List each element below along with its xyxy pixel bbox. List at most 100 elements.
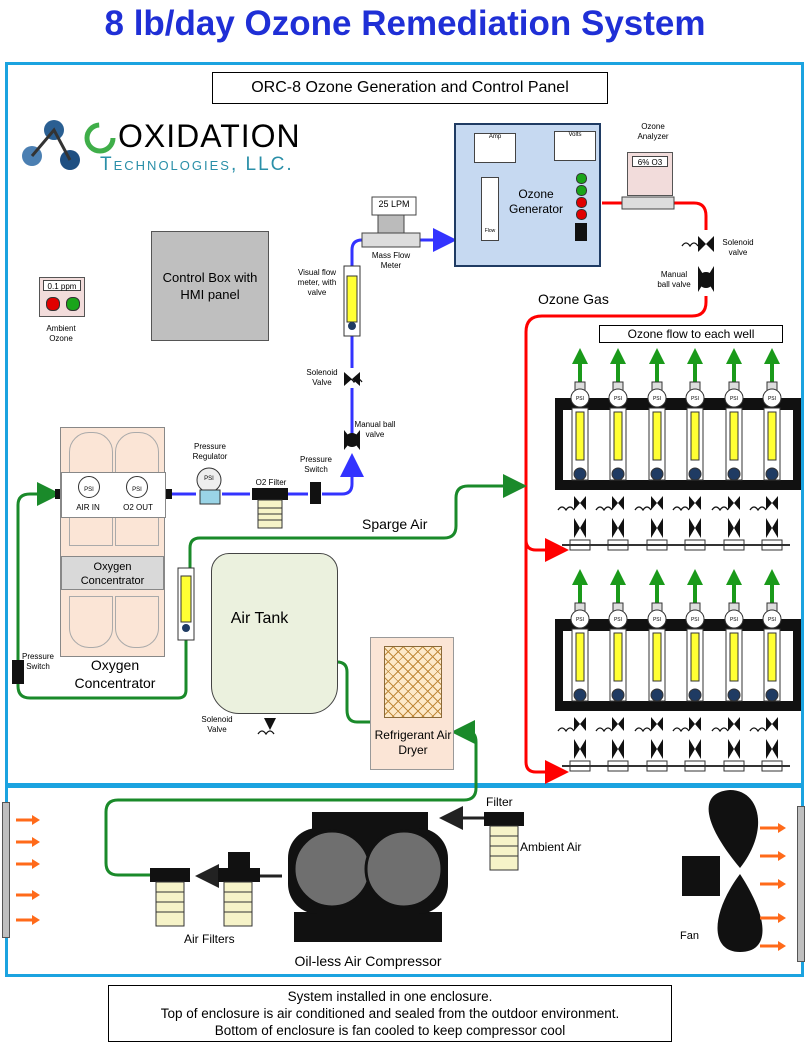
solenoid-coil-icon [711,506,729,512]
air-in-gauge: PSI [78,476,100,498]
psi-label: PSI [614,617,622,623]
valve-icon [651,496,663,510]
well-flow-unit: PSI [595,348,629,551]
psi-gauge-icon [647,609,667,629]
logo-sub: Technologies, LLC. [100,154,294,175]
oxygen-line [172,228,457,496]
filter-label: Filter [486,795,513,809]
o2-out-fitting [164,489,172,499]
tank-solenoid-valve [257,718,276,736]
o2-out-label: O2 OUT [123,503,153,512]
valve-icon [651,717,663,731]
intake-filter [484,812,524,871]
valve-icon [728,717,740,731]
well-flow-unit: PSI [711,348,745,551]
psi-gauge-icon [608,388,628,408]
well-flow-unit: PSI [749,348,783,551]
green-light-icon [576,185,587,196]
valve-icon [766,717,778,731]
psi-label: PSI [691,617,699,623]
valve-icon [689,717,701,731]
sieve-bed-left-lower [69,596,113,648]
solenoid-coil-icon [672,506,690,512]
air-line [16,474,527,877]
logo-o-icon [84,122,116,154]
info-line-1: System installed in one enclosure. [287,989,493,1004]
green-light-icon [576,173,587,184]
valve-icon [574,496,586,510]
valve-icon [766,496,778,510]
valve-icon [728,496,740,510]
manifold-upper [555,398,801,490]
psi-label: PSI [691,396,699,402]
compressor-label: Oil-less Air Compressor [294,953,442,969]
psi-gauge-icon [762,609,782,629]
pressure-regulator-shape [196,467,222,505]
manual-ball-valve-left [344,430,360,450]
valve-icon [689,739,701,759]
psi-gauge-icon [570,388,590,408]
ozone-line [524,201,708,784]
mass-flow-reading: 25 LPM [378,199,410,209]
up-arrow-icon [610,569,626,585]
page-title: 8 lb/day Ozone Remediation System [104,4,706,43]
valve-icon [689,518,701,538]
psi-label: PSI [730,617,738,623]
psi-label: PSI [653,396,661,402]
valve-icon [612,717,624,731]
amp-gauge: Amp [474,133,516,163]
fan-shape [682,790,763,952]
mass-flow-meter [361,196,421,248]
analyzer-reading: 6% O3 [632,156,668,167]
pressure-switch-left [12,660,24,684]
valve-icon [766,739,778,759]
valve-icon [574,739,586,759]
psi-label: PSI [768,396,776,402]
well-flow-unit: PSI [672,569,706,772]
o2-filter-label: O2 Filter [255,478,287,487]
solenoid-coil-icon [711,727,729,733]
solenoid-coil-icon [634,727,652,733]
left-vent-wall [2,802,10,938]
air-filter-1 [150,868,190,927]
psi-gauge-icon [724,388,744,408]
ambient-air-label: Ambient Air [520,840,582,854]
ozone-flow-each-label: Ozone flow to each well [599,325,783,343]
up-arrow-icon [687,348,703,364]
logo-name: OXIDATION [118,118,301,154]
power-switch [575,223,587,241]
right-vent-wall [797,806,805,962]
valve-icon [766,518,778,538]
green-light-icon [66,297,80,311]
air-in-fitting [55,489,63,499]
manual-ball-valve-right [698,266,714,292]
air-in-label: AIR IN [76,503,100,512]
info-line-3: Bottom of enclosure is fan cooled to kee… [214,1023,566,1038]
solenoid-coil-icon [634,506,652,512]
psi-label: PSI [576,617,584,623]
info-box: System installed in one enclosure. Top o… [108,985,672,1042]
valve-icon [651,739,663,759]
air-tank-flow-meter [177,567,195,641]
solenoid-valve-left [344,372,363,386]
control-box-line2: HMI panel [180,287,240,302]
psi-gauge-icon [762,388,782,408]
psi-gauge-icon [685,609,705,629]
air-compressor-shape [288,812,448,942]
dryer-coil [384,646,442,718]
solenoid-coil-icon [557,506,575,512]
up-arrow-icon [764,569,780,585]
air-tank: Air Tank [211,553,338,714]
sparge-air-label: Sparge Air [362,516,428,532]
